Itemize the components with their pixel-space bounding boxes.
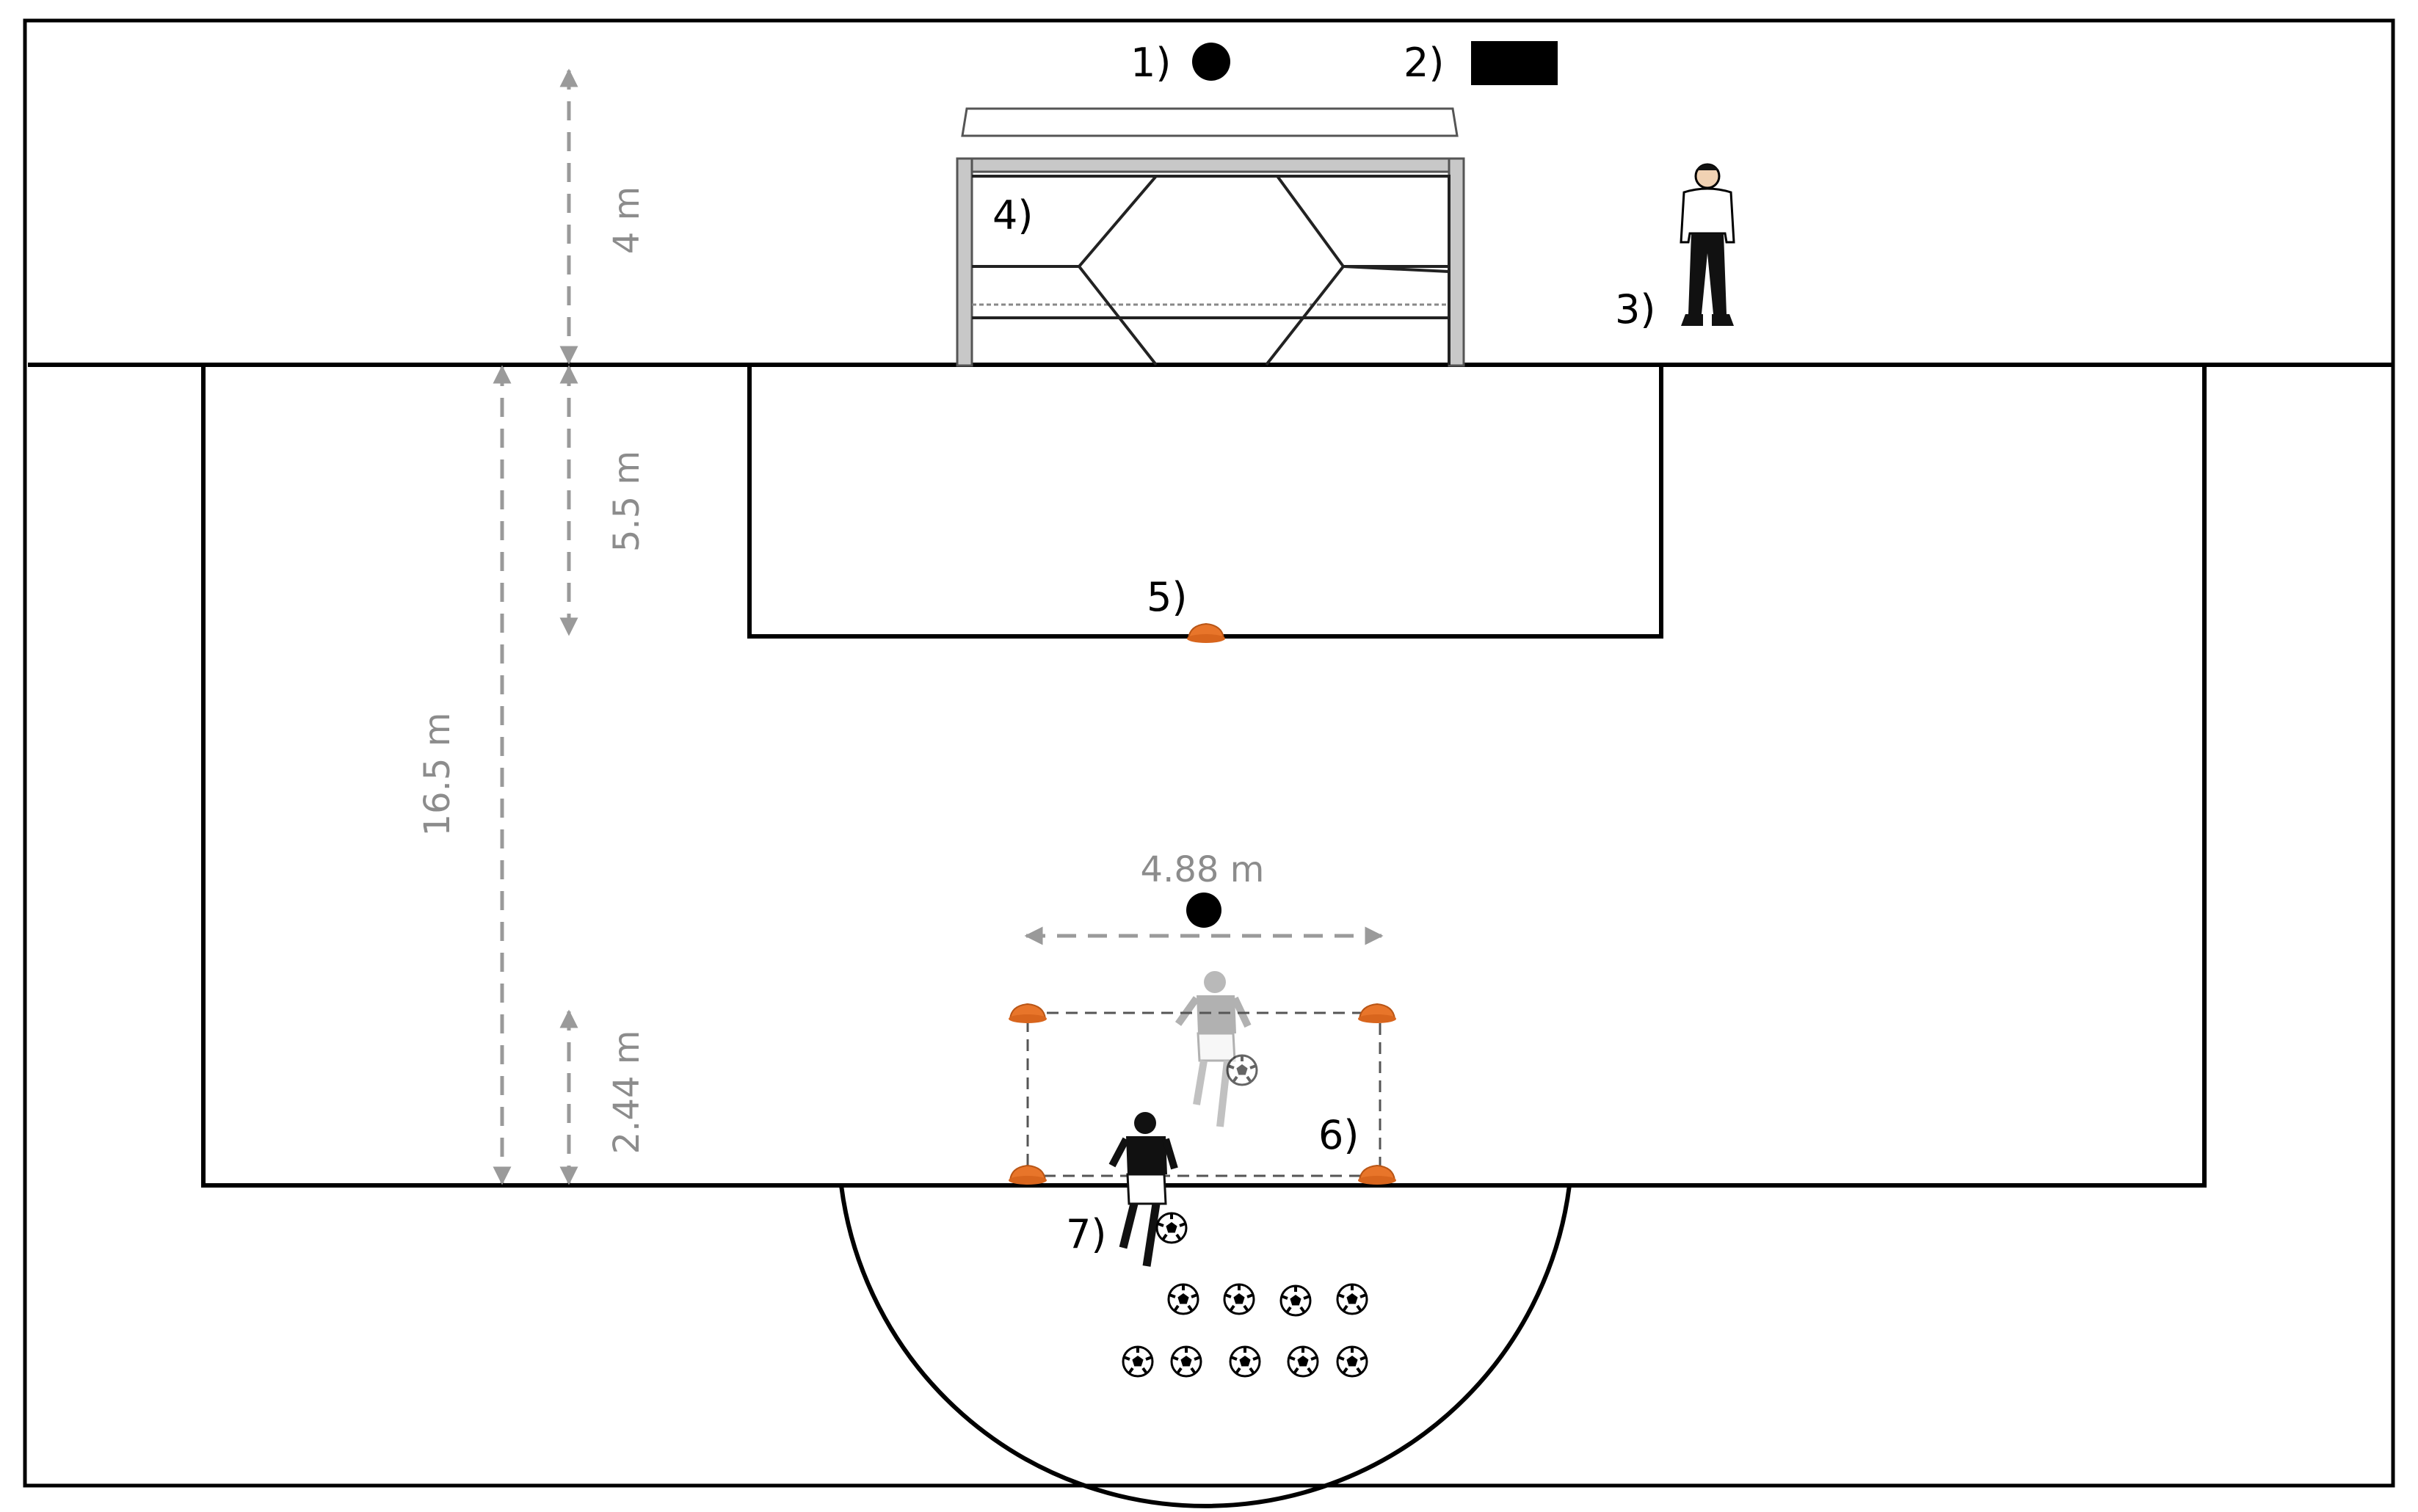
cone-icon [1008, 1165, 1048, 1185]
ball-row-bottom [1122, 1345, 1368, 1378]
soccer-ball-icon [1279, 1284, 1312, 1317]
cone-icon [1008, 1003, 1048, 1024]
soccer-ball-icon [1167, 1283, 1199, 1315]
soccer-ball-icon [1170, 1345, 1202, 1378]
ball-marker-icon [1186, 893, 1221, 928]
label-7: 7) [1066, 1211, 1106, 1257]
diagram-frame [23, 18, 2395, 1488]
soccer-ball-icon [1226, 1054, 1258, 1086]
label-3: 3) [1615, 286, 1655, 332]
cone-icon [1357, 1165, 1397, 1185]
box-width-label: 4.88 m [1141, 849, 1265, 890]
goal-icon [956, 107, 1465, 367]
cone-icon [1357, 1003, 1397, 1024]
goal-height-label: 4 m [606, 186, 647, 255]
ball-row-top [1167, 1283, 1368, 1317]
goal-area [747, 365, 1663, 639]
box-depth-label: 2.44 m [606, 1031, 647, 1155]
soccer-ball-icon [1287, 1345, 1319, 1378]
sensor-round-icon [1192, 43, 1230, 81]
soccer-ball-icon [1336, 1283, 1368, 1315]
penalty-area [201, 365, 2207, 1188]
label-4: 4) [992, 192, 1033, 239]
cone-icon [1186, 623, 1226, 644]
player-icon [1108, 1112, 1178, 1267]
soccer-ball-icon [1229, 1345, 1261, 1378]
penalty-arc [839, 1185, 1572, 1508]
label-1: 1) [1130, 40, 1171, 86]
label-2: 2) [1404, 40, 1444, 86]
goal-area-depth-label: 5.5 m [606, 451, 647, 552]
sensor-square-icon [1471, 41, 1558, 85]
soccer-ball-icon [1223, 1283, 1255, 1315]
soccer-ball-icon [1336, 1345, 1368, 1378]
label-6: 6) [1318, 1112, 1359, 1158]
ghost-player-icon [1174, 971, 1252, 1127]
test-area-box [1026, 1011, 1382, 1177]
penalty-area-depth-label: 16.5 m [417, 713, 458, 837]
soccer-ball-icon [1122, 1345, 1154, 1378]
label-5: 5) [1147, 574, 1187, 620]
referee-icon [1680, 163, 1735, 326]
soccer-ball-icon [1155, 1212, 1188, 1244]
